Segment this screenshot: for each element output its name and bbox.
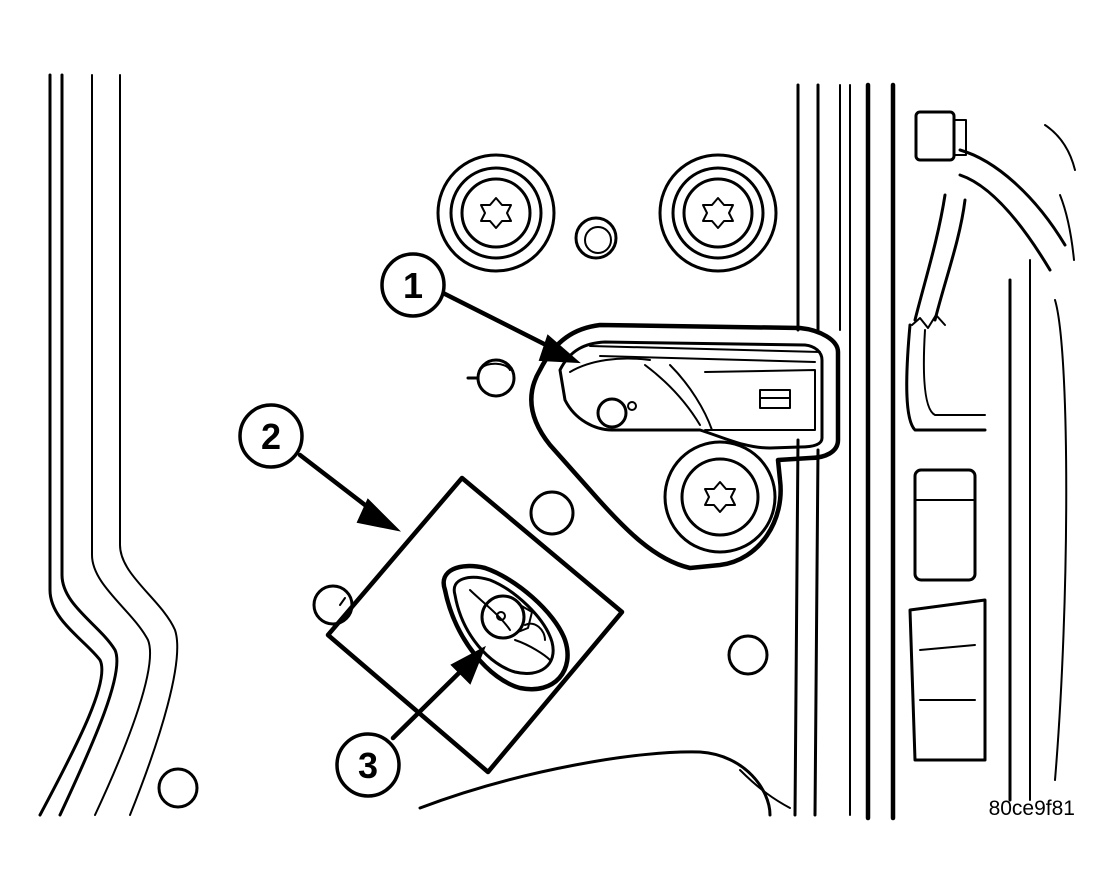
leader-arrows [297,290,581,741]
callout-3-label: 3 [358,745,378,786]
wiring-harness [911,110,1076,329]
callout-1-label: 1 [403,265,423,306]
upper-right-torx-screw [658,153,778,273]
callout-1: 1 [380,252,446,318]
access-cover-patch [325,475,625,775]
door-inner-contour [418,750,791,817]
door-latch [529,322,841,571]
callout-2: 2 [238,403,304,469]
access-holes [157,490,769,809]
callout-2-label: 2 [261,416,281,457]
slotted-access-hole [441,563,570,692]
callout-3: 3 [335,732,401,798]
door-frame-left-edge [38,73,179,817]
small-locator-hole [574,216,618,260]
rod-clip [466,358,516,398]
lower-torx-screw [663,440,777,554]
figure-code: 80ce9f81 [989,797,1075,820]
door-inner-panel-details [905,259,1068,802]
adjustment-post [480,594,533,640]
upper-left-torx-screw [436,153,556,273]
door-jamb-pillar [793,82,896,821]
